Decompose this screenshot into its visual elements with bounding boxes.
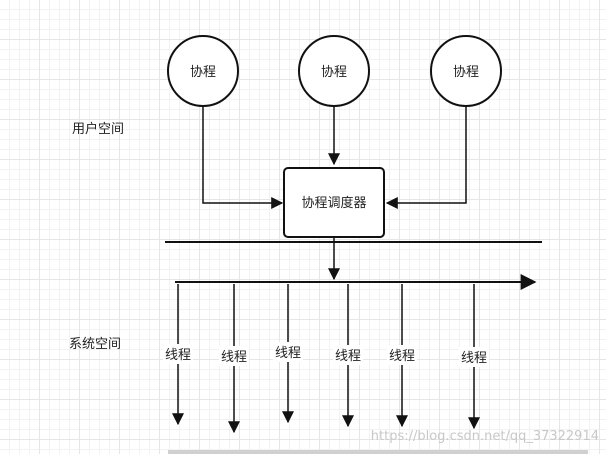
- coroutine-node-3: 协程: [430, 35, 502, 107]
- edge-coroutine1-to-scheduler: [202, 106, 284, 209]
- coroutine-node-2: 协程: [298, 35, 370, 107]
- thread-1: 线程: [163, 284, 193, 426]
- bottom-scrollbar: [168, 450, 588, 454]
- scheduler-label: 协程调度器: [301, 195, 366, 211]
- thread-label: 线程: [461, 351, 487, 366]
- thread-label: 线程: [275, 346, 301, 361]
- thread-2: 线程: [219, 284, 249, 434]
- scheduler-node: 协程调度器: [283, 167, 385, 238]
- coroutine-node-1: 协程: [167, 35, 239, 107]
- user-space-label: 用户空间: [72, 121, 124, 137]
- watermark-text: https://blog.csdn.net/qq_37322914: [371, 429, 599, 444]
- thread-label: 线程: [221, 350, 247, 365]
- edge-coroutine3-to-scheduler: [385, 106, 467, 209]
- thread-5: 线程: [387, 284, 417, 428]
- thread-label: 线程: [165, 348, 191, 363]
- thread-label: 线程: [335, 349, 361, 364]
- coroutine-label: 协程: [321, 65, 347, 80]
- thread-3: 线程: [273, 284, 303, 424]
- coroutine-label: 协程: [190, 65, 216, 80]
- thread-label: 线程: [389, 349, 415, 364]
- thread-4: 线程: [333, 284, 363, 428]
- coroutine-label: 协程: [453, 65, 479, 80]
- thread-6: 线程: [459, 284, 489, 430]
- system-space-label: 系统空间: [69, 337, 121, 352]
